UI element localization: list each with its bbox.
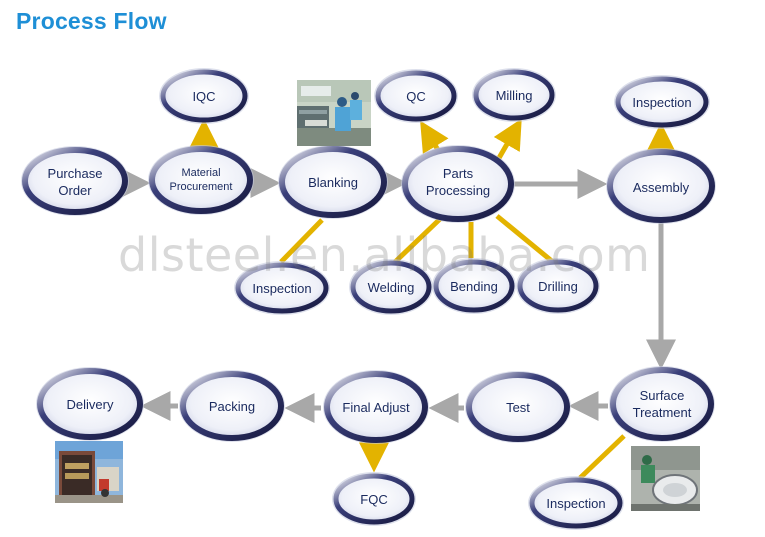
node-assembly: Assembly: [606, 148, 716, 224]
node-label: Treatment: [633, 405, 692, 420]
watermark: dlsteel.en.alibaba.com: [118, 228, 651, 282]
node-final-adjust: Final Adjust: [323, 370, 429, 444]
node-label: Procurement: [170, 181, 233, 193]
node-test: Test: [465, 371, 571, 443]
node-label: Inspection: [632, 95, 691, 110]
node-drilling: Drilling: [516, 258, 600, 314]
factory-workers-photo: [297, 80, 371, 146]
node-inspection-blanking: Inspection: [234, 261, 330, 315]
link-parts-drilling: [495, 214, 555, 264]
node-fqc: FQC: [332, 472, 416, 526]
node-label: Blanking: [308, 175, 358, 190]
node-purchase-order: Purchase Order: [21, 146, 129, 216]
node-label: Welding: [368, 280, 415, 295]
node-inspection-assembly: Inspection: [614, 75, 710, 129]
node-welding: Welding: [349, 259, 433, 315]
shipping-container-photo: [55, 441, 123, 503]
node-blanking: Blanking: [278, 145, 388, 219]
link-blanking-inspection: [279, 218, 324, 264]
node-label: Drilling: [538, 279, 578, 294]
surface-treatment-photo: [631, 446, 700, 511]
sub-process-links: [189, 118, 676, 480]
node-label: Test: [506, 400, 530, 415]
node-label: Material: [181, 167, 220, 179]
node-delivery: Delivery: [36, 367, 144, 441]
node-label: Purchase: [48, 166, 103, 181]
node-label: QC: [406, 89, 426, 104]
node-label: Inspection: [546, 496, 605, 511]
node-label: Delivery: [67, 397, 114, 412]
link-surface-inspection: [578, 434, 626, 480]
node-label: Parts: [443, 166, 474, 181]
node-label: Packing: [209, 399, 255, 414]
node-material-procurement: Material Procurement: [148, 145, 254, 215]
node-surface-treatment: Surface Treatment: [609, 366, 715, 442]
node-parts-processing: Parts Processing: [401, 145, 515, 223]
node-qc: QC: [374, 69, 458, 123]
node-label: Assembly: [633, 180, 690, 195]
node-label: Milling: [496, 88, 533, 103]
node-label: FQC: [360, 492, 387, 507]
node-label: IQC: [192, 89, 215, 104]
page-title: Process Flow: [16, 8, 167, 34]
node-label: Surface: [640, 388, 685, 403]
node-bending: Bending: [432, 258, 516, 314]
node-packing: Packing: [179, 370, 285, 442]
arrow-parts-to-milling: [493, 118, 522, 160]
node-inspection-surface: Inspection: [528, 476, 624, 530]
node-label: Inspection: [252, 281, 311, 296]
node-iqc: IQC: [159, 68, 249, 124]
node-label: Final Adjust: [342, 400, 410, 415]
node-label: Order: [58, 183, 92, 198]
link-parts-welding: [393, 217, 442, 264]
node-label: Processing: [426, 183, 490, 198]
node-label: Bending: [450, 279, 498, 294]
node-milling: Milling: [472, 68, 556, 122]
main-flow-arrows: [120, 168, 676, 423]
arrow-parts-to-qc: [420, 120, 449, 155]
